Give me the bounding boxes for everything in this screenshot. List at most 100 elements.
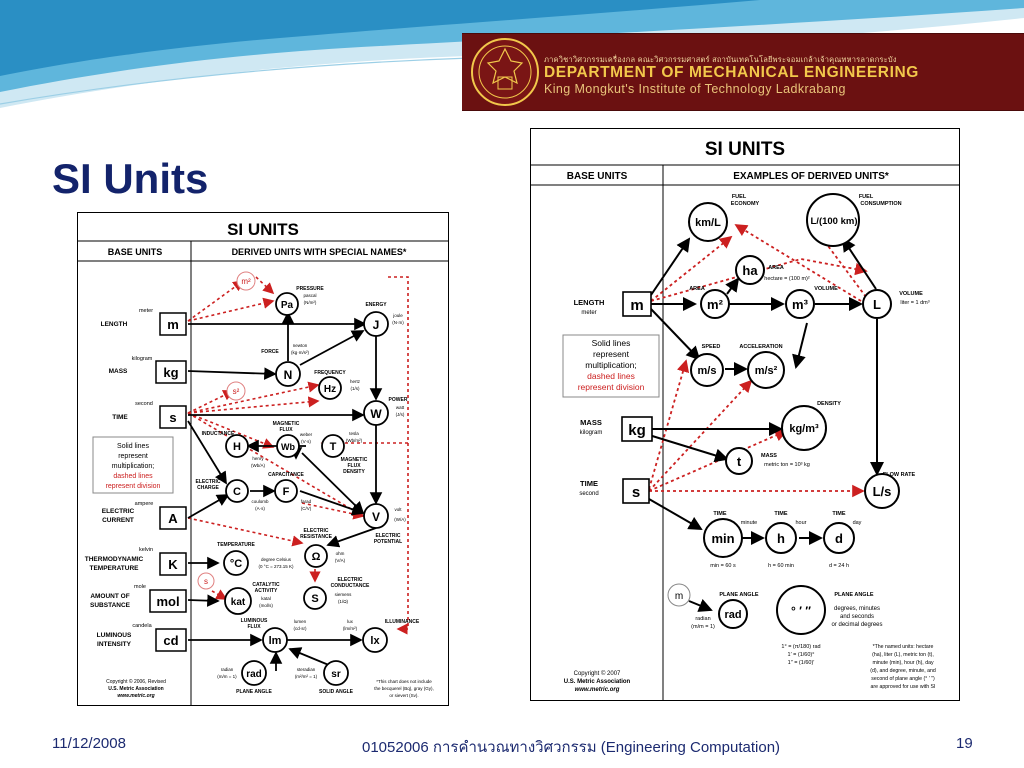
banner-thai-name: ภาควิชาวิศวกรรมเครื่องกล คณะวิศวกรรมศาสต…	[544, 55, 897, 64]
node-hectare: AREA hectare = (100 m)² ha	[735, 255, 810, 285]
svg-text:day: day	[853, 520, 862, 526]
svg-text:AMOUNT OF: AMOUNT OF	[90, 593, 129, 600]
base-unit-amount: mole AMOUNT OF SUBSTANCE mol	[90, 584, 187, 613]
base-unit-time: second TIME s	[112, 401, 187, 429]
svg-text:second: second	[579, 491, 598, 497]
svg-text:min: min	[711, 531, 734, 546]
svg-text:lm: lm	[269, 635, 282, 647]
svg-text:(kg·m/s²): (kg·m/s²)	[291, 350, 309, 355]
svg-text:ha: ha	[742, 263, 758, 278]
node-flow-rate: FLOW RATE L/s	[864, 472, 916, 509]
svg-text:kg: kg	[628, 422, 646, 439]
node-minute: TIME minute min min = 60 s	[703, 511, 758, 569]
svg-text:MASS: MASS	[109, 368, 128, 375]
svg-text:CONDUCTANCE: CONDUCTANCE	[331, 583, 370, 589]
node-lux: lux (lm/m²) ILLUMINANCE lx	[343, 619, 420, 653]
svg-text:Pa: Pa	[281, 300, 294, 311]
svg-text:(Wb/A): (Wb/A)	[251, 463, 266, 468]
svg-text:kat: kat	[231, 597, 246, 608]
node-hour: TIME hour h h = 60 min	[765, 511, 807, 569]
svg-text:(N/m²): (N/m²)	[304, 300, 317, 305]
base-unit-time: TIME second s	[579, 478, 650, 504]
svg-text:(lm/m²): (lm/m²)	[343, 626, 358, 631]
svg-text:m: m	[167, 317, 179, 332]
node-henry: INDUCTANCE henry (Wb/A) H	[202, 431, 266, 468]
svg-text:AREA: AREA	[768, 265, 784, 271]
svg-text:www.metric.org: www.metric.org	[117, 693, 154, 699]
base-unit-length: LENGTH meter m	[574, 291, 652, 317]
svg-text:hertz: hertz	[350, 379, 361, 384]
copyright: Copyright © 2006, Revised U.S. Metric As…	[106, 678, 166, 699]
svg-text:Solid lines: Solid lines	[592, 338, 631, 348]
svg-text:PLANE ANGLE: PLANE ANGLE	[719, 592, 759, 598]
svg-text:FLUX: FLUX	[247, 624, 261, 630]
svg-text:lumen: lumen	[294, 619, 307, 624]
copyright: Copyright © 2007 U.S. Metric Association…	[564, 670, 631, 693]
svg-text:(ha), liter (L), metric ton (t: (ha), liter (L), metric ton (t),	[872, 652, 934, 658]
svg-text:FLOW RATE: FLOW RATE	[883, 472, 916, 478]
node-s-small: s	[197, 572, 215, 590]
svg-text:ENERGY: ENERGY	[365, 302, 387, 308]
svg-text:represent division: represent division	[578, 382, 645, 392]
svg-text:s: s	[204, 577, 208, 586]
svg-text:CONSUMPTION: CONSUMPTION	[860, 201, 901, 207]
svg-text:C: C	[233, 486, 241, 498]
svg-text:(m/m = 1): (m/m = 1)	[217, 674, 237, 679]
svg-text:multiplication;: multiplication;	[585, 360, 637, 370]
base-unit-temperature: kelvin THERMODYNAMIC TEMPERATURE K	[85, 547, 187, 576]
svg-text:(Wb/m²): (Wb/m²)	[346, 438, 363, 443]
svg-text:INDUCTANCE: INDUCTANCE	[202, 431, 235, 437]
svg-text:km/L: km/L	[695, 217, 721, 229]
chart-title: SI UNITS	[227, 220, 299, 239]
svg-text:POTENTIAL: POTENTIAL	[374, 539, 402, 545]
svg-text:MASS: MASS	[580, 418, 602, 427]
svg-text:m/s: m/s	[698, 365, 717, 377]
svg-text:kg: kg	[163, 365, 178, 380]
svg-text:represent division: represent division	[106, 483, 161, 490]
svg-text:CURRENT: CURRENT	[102, 517, 134, 524]
derived-units-header: EXAMPLES OF DERIVED UNITS*	[733, 171, 889, 182]
svg-text:m³: m³	[792, 297, 809, 312]
svg-text:mole: mole	[134, 584, 146, 590]
svg-text:are approved for use with SI: are approved for use with SI	[871, 684, 936, 690]
base-units: meter LENGTH m kilogram MASS kg second T…	[85, 308, 187, 699]
svg-text:d = 24 h: d = 24 h	[829, 563, 849, 569]
svg-text:minute: minute	[741, 520, 758, 526]
footer-page-number: 19	[956, 735, 973, 752]
base-units-header: BASE UNITS	[567, 171, 628, 182]
svg-text:DENSITY: DENSITY	[343, 469, 365, 475]
node-m2: m²	[236, 271, 256, 291]
svg-text:radian: radian	[695, 616, 710, 622]
svg-text:T: T	[330, 441, 337, 453]
node-katal: CATALYTIC ACTIVITY katal (mol/s) kat	[224, 582, 280, 615]
svg-text:(V/A): (V/A)	[335, 558, 346, 563]
slide-title: SI Units	[52, 155, 209, 202]
svg-text:weber: weber	[300, 432, 313, 437]
node-ohm: ELECTRIC RESISTANCE ohm (V/A) Ω	[300, 528, 346, 568]
svg-text:TEMPERATURE: TEMPERATURE	[90, 565, 140, 572]
node-volt: volt (W/A) V ELECTRIC POTENTIAL	[363, 503, 406, 545]
svg-text:dashed lines: dashed lines	[587, 371, 635, 381]
node-metric-ton: MASS metric ton = 10³ kg t	[725, 447, 810, 475]
node-celsius: TEMPERATURE degree Celsius (0 °C = 273.1…	[217, 542, 294, 576]
node-speed: SPEED m/s	[690, 344, 724, 387]
svg-text:second of plane angle (° ′ ″): second of plane angle (° ′ ″)	[871, 676, 935, 682]
base-unit-length: meter LENGTH m	[101, 308, 187, 336]
svg-text:min = 60 s: min = 60 s	[710, 563, 736, 569]
svg-text:the becquerel (Bq), gray (Gy),: the becquerel (Bq), gray (Gy),	[374, 686, 434, 691]
svg-text:1″ = (1/60)′: 1″ = (1/60)′	[788, 660, 815, 666]
svg-text:PLANE ANGLE: PLANE ANGLE	[236, 689, 272, 695]
svg-text:henry: henry	[252, 456, 264, 461]
svg-text:or sievert (Sv).: or sievert (Sv).	[389, 693, 418, 698]
svg-text:m²: m²	[241, 277, 251, 286]
svg-text:ohm: ohm	[336, 551, 345, 556]
svg-text:S: S	[311, 593, 318, 605]
svg-text:dashed lines: dashed lines	[113, 473, 153, 480]
chart-title: SI UNITS	[705, 139, 785, 160]
banner-institute: King Mongkut's Institute of Technology L…	[544, 82, 846, 96]
svg-text:LENGTH: LENGTH	[101, 321, 128, 328]
svg-text:hectare = (100 m)²: hectare = (100 m)²	[764, 276, 810, 282]
base-units: LENGTH meter m Solid lines represent mul…	[562, 291, 660, 693]
node-liter: VOLUME liter = 1 dm³ L	[862, 289, 930, 319]
svg-text:(0 °C = 273.15 K): (0 °C = 273.15 K)	[259, 564, 294, 569]
